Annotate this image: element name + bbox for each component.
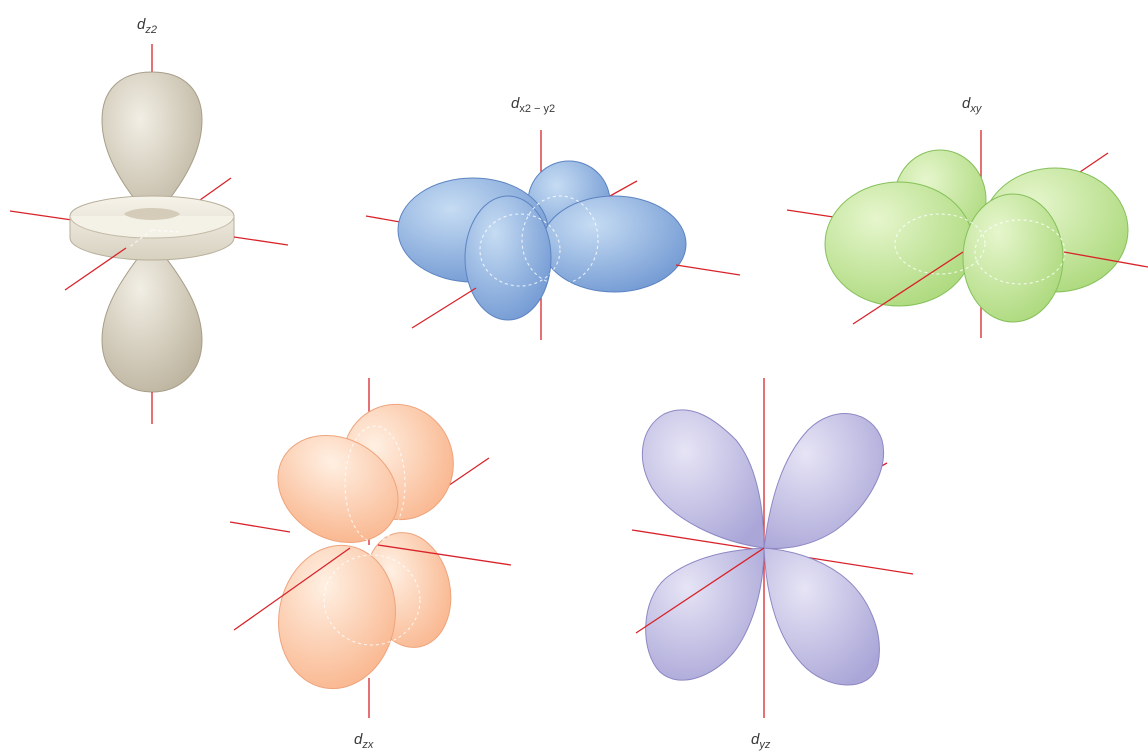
dx2y2-axis-x-back — [366, 216, 400, 222]
dyz-lobe-lower-right — [764, 548, 879, 685]
orbital-dx2y2 — [366, 130, 740, 340]
dyz-lobe-upper-left — [642, 410, 764, 548]
dxy-axis-y-back — [1080, 153, 1108, 172]
dyz-lobe-upper-right — [764, 414, 884, 549]
dx2y2-axis-y-back — [610, 181, 637, 196]
orbital-dzx — [230, 378, 511, 718]
dzx-axis-x-back — [230, 522, 290, 532]
orbital-dyz — [632, 378, 913, 718]
label-dxy: dxy — [962, 95, 983, 115]
dz2-axis-x-back — [10, 211, 72, 220]
label-dx2y2: dx2 − y2 — [511, 95, 555, 115]
label-dz2: dz2 — [137, 16, 157, 36]
orbital-dz2 — [10, 44, 288, 424]
dx2y2-lobe-right — [542, 196, 686, 292]
dx2y2-lobe-front — [465, 196, 551, 320]
dxy-lobe-left — [825, 182, 973, 306]
dz2-lower-lobe — [102, 240, 202, 392]
dx2y2-axis-x-front — [676, 265, 740, 275]
dx2y2-axis-y-front — [412, 288, 476, 328]
label-dyz: dyz — [751, 731, 771, 751]
orbital-dxy — [787, 130, 1148, 338]
dxy-lobe-front — [963, 194, 1063, 322]
dz2-axis-y-front — [65, 248, 126, 290]
dz2-axis-x-front — [234, 237, 288, 245]
label-dzx: dzx — [354, 731, 374, 751]
dz2-axis-y-back — [200, 178, 231, 200]
